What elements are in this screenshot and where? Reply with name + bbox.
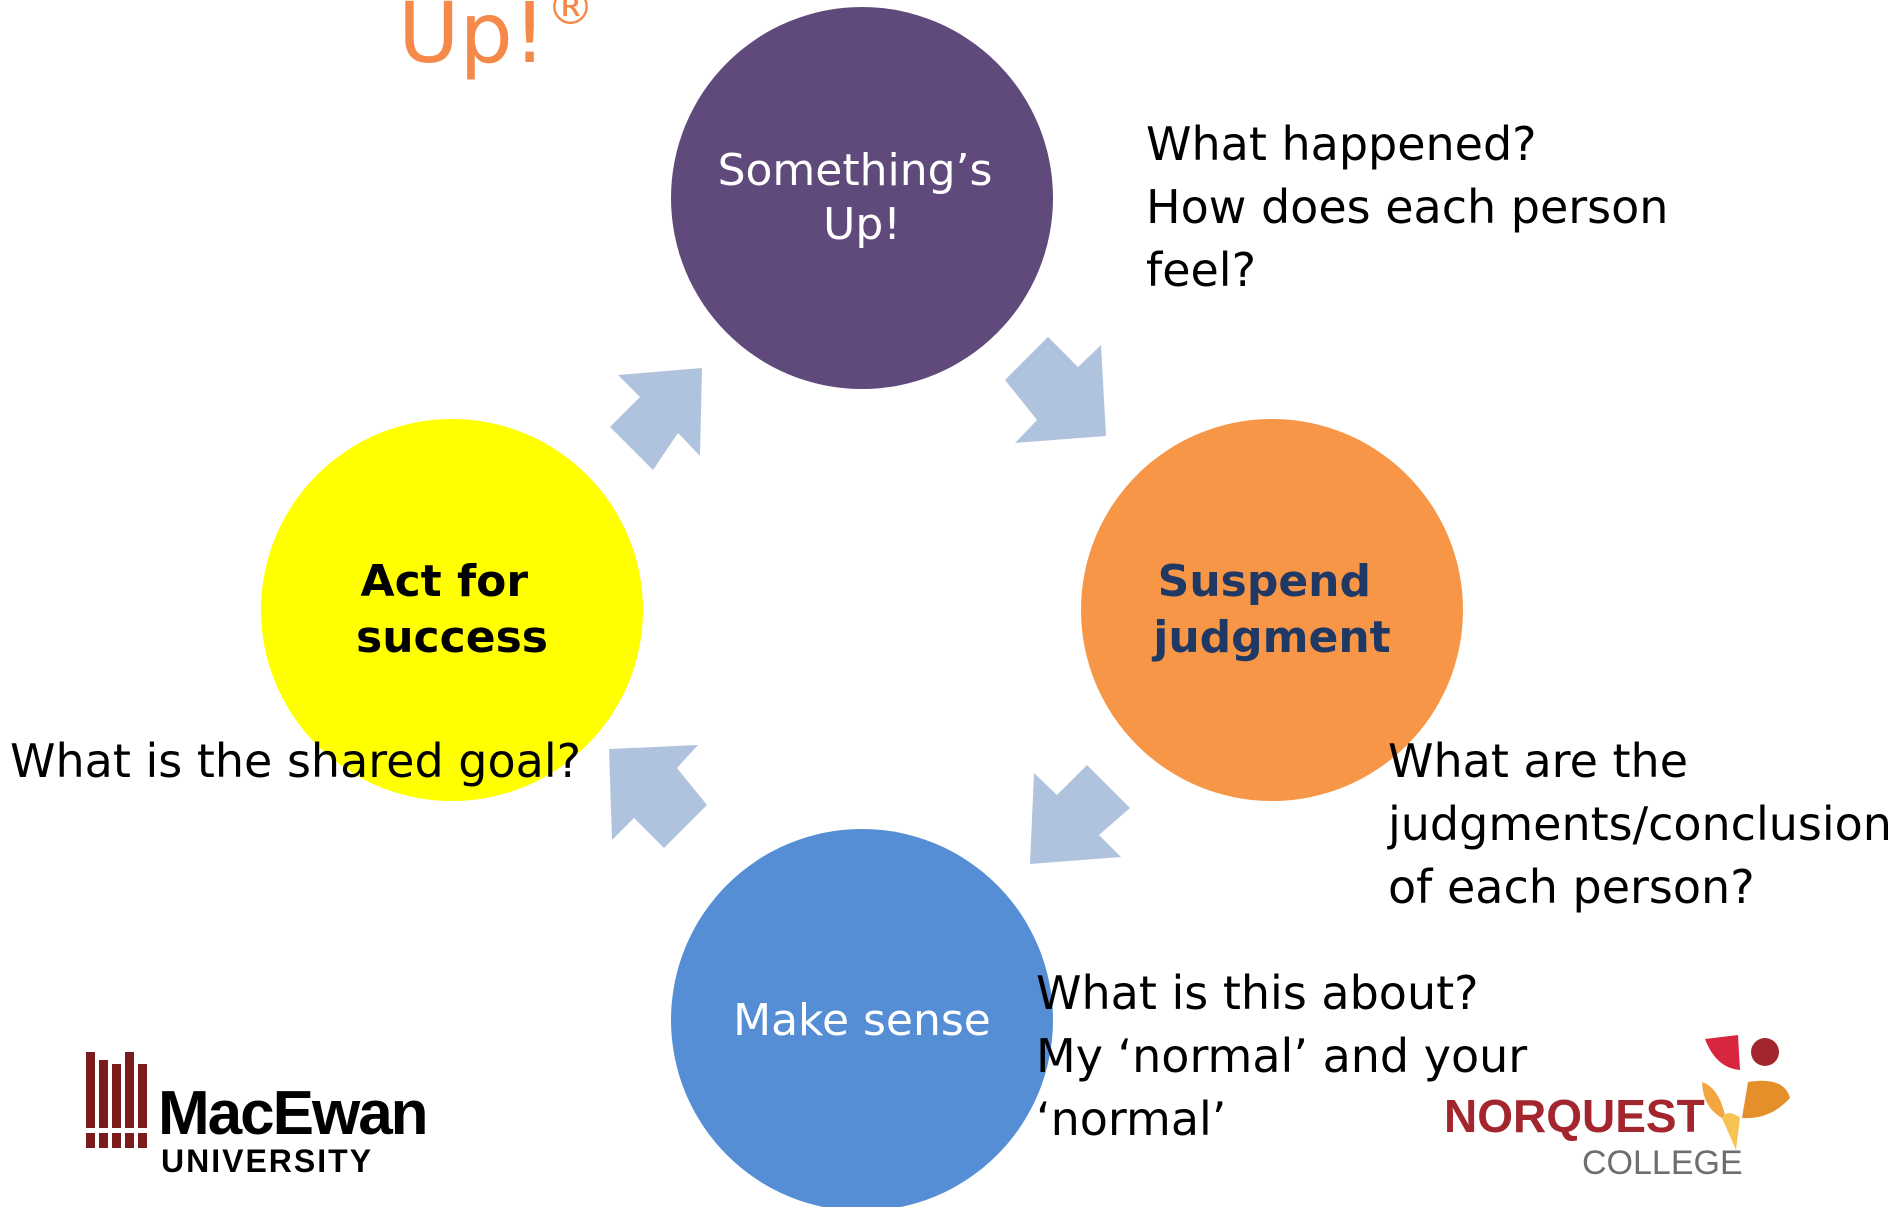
question-line: How does each person [1146, 180, 1669, 234]
node-label-suspend-judgment: Suspend judgment [1151, 556, 1390, 663]
questions-act-for-success: What is the shared goal? [10, 730, 581, 793]
circle-make-sense [671, 829, 1053, 1207]
circle-suspend-judgment [1081, 419, 1463, 801]
norquest-logo-sub: COLLEGE [1582, 1144, 1743, 1182]
flower-logo-icon [1702, 1035, 1790, 1150]
question-line: What happened? [1146, 117, 1537, 171]
arrow-to-somethings-up [610, 368, 702, 470]
question-line: My ‘normal’ and your [1036, 1029, 1528, 1083]
arrow-to-suspend [1005, 337, 1106, 443]
questions-make-sense: What is this about? My ‘normal’ and your… [1036, 962, 1527, 1151]
question-line: What are the [1388, 734, 1688, 788]
arrow-to-make-sense [1030, 765, 1130, 864]
macewan-logo-mark [86, 1052, 147, 1148]
question-line: What is this about? [1036, 966, 1479, 1020]
question-line: judgments/conclusions [1388, 797, 1891, 851]
question-line: What is the shared goal? [10, 734, 582, 788]
questions-somethings-up: What happened? How does each person feel… [1146, 113, 1668, 302]
node-label-act-for-success: Act for success [356, 556, 548, 663]
question-line: of each person? [1388, 860, 1755, 914]
macewan-logo-name: MacEwan [158, 1079, 427, 1148]
questions-suspend-judgment: What are the judgments/conclusions of ea… [1388, 730, 1891, 919]
arrow-to-act [609, 745, 707, 848]
norquest-logo-name: NORQUEST [1444, 1090, 1705, 1142]
circle-somethings-up [671, 7, 1053, 389]
node-label-somethings-up: Something’s Up! [718, 145, 1007, 250]
circle-act-for-success [261, 419, 643, 801]
question-line: ‘normal’ [1036, 1092, 1227, 1146]
question-line: feel? [1146, 243, 1256, 297]
page-title: Up!® [398, 0, 595, 82]
macewan-logo-sub: UNIVERSITY [161, 1143, 373, 1179]
node-label-make-sense: Make sense [733, 995, 991, 1046]
